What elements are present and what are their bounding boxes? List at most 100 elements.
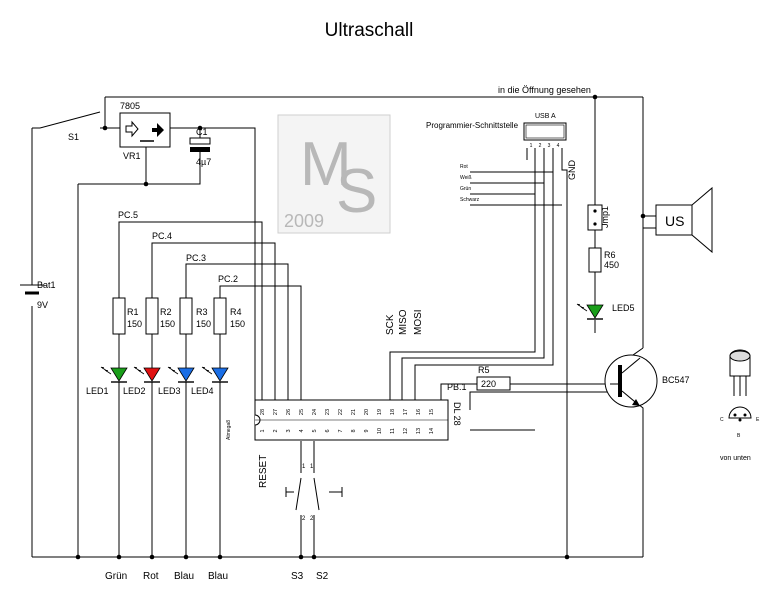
led-3-icon [167, 366, 195, 383]
switch-s1-label: S1 [68, 132, 79, 142]
mcu-top-pin-25: 25 [299, 409, 305, 415]
mcu-pb1-label: PB.1 [447, 382, 467, 392]
port-label-pc4: PC.4 [152, 231, 172, 241]
battery: Bat1 9V [20, 280, 56, 310]
mcu-bottom-pin-13: 13 [416, 428, 422, 434]
jumper-label: Jmp1 [600, 206, 610, 228]
bottom-label-blau-1: Blau [174, 571, 194, 582]
led-1-icon [100, 366, 128, 383]
speaker: US [655, 186, 713, 254]
resistor-r1-value: 150 [127, 319, 142, 329]
speaker-label: US [665, 213, 684, 229]
usb-connector-label: USB A [535, 113, 556, 120]
switch-pin-1b: 1 [310, 464, 314, 470]
wire-label-weiss: Weiß [460, 175, 472, 181]
programmer-title: Programmier-Schnittstelle [426, 121, 519, 130]
resistor-r5-ref: R5 [478, 365, 490, 375]
resistor-r3-ref: R3 [196, 307, 208, 317]
mcu-bottom-pin-12: 12 [403, 428, 409, 434]
led-2-icon [133, 366, 161, 383]
pin-c-label: C [720, 417, 724, 423]
port-label-pc5: PC.5 [118, 210, 138, 220]
wires [31, 96, 656, 558]
resistor-r2-ref: R2 [160, 307, 172, 317]
isp-miso-label: MISO [398, 309, 409, 335]
push-buttons: 1 1 2 2 [285, 464, 343, 522]
mcu-top-pin-17: 17 [403, 409, 409, 415]
capacitor-c1: C1 4µ7 [189, 127, 211, 168]
resistor-r4-ref: R4 [230, 307, 242, 317]
led-4-icon [201, 366, 229, 383]
capacitor-ref: C1 [196, 127, 208, 137]
mcu-bottom-pin-6: 6 [325, 429, 331, 432]
resistor-r3: R3 150 [179, 297, 211, 335]
resistor-r5: R5 220 [476, 365, 511, 391]
switch-pin-2a: 2 [302, 516, 306, 522]
mcu-bottom-pin-5: 5 [312, 429, 318, 432]
mcu-top-pin-24: 24 [312, 409, 318, 415]
usb-pin-2: 2 [539, 143, 542, 149]
ms-logo: M S 2009 [277, 114, 391, 234]
mcu-top-pin-26: 26 [286, 409, 292, 415]
top-note: in die Öffnung gesehen [498, 85, 591, 95]
wire-label-gruen: Grün [460, 186, 471, 192]
resistor-r2: R2 150 [145, 297, 175, 335]
mcu-top-pin-21: 21 [351, 409, 357, 415]
logo-year: 2009 [284, 211, 324, 231]
transistor-package-icon [729, 349, 751, 396]
wire-label-rot: Rot [460, 164, 468, 170]
led1-label: LED1 [86, 386, 109, 396]
bottom-label-blau-2: Blau [208, 571, 228, 582]
gnd-label: GND [567, 160, 577, 181]
regulator-part: 7805 [120, 101, 140, 111]
switch-pin-1a: 1 [302, 464, 306, 470]
port-label-pc3: PC.3 [186, 253, 206, 263]
isp-sck-label: SCK [385, 314, 396, 335]
bottom-label-rot: Rot [143, 571, 159, 582]
switch-s2-label: S2 [316, 571, 329, 582]
isp-mosi-label: MOSI [413, 309, 424, 335]
led5-label: LED5 [612, 303, 635, 313]
usb-pin-1: 1 [530, 143, 533, 149]
resistor-r1: R1 150 [112, 297, 142, 335]
mcu-bottom-pin-10: 10 [377, 428, 383, 434]
resistor-r4: R4 150 [213, 297, 245, 335]
switch-pin-2b: 2 [310, 516, 314, 522]
mcu-top-pin-16: 16 [416, 409, 422, 415]
mcu-bottom-pin-4: 4 [299, 429, 305, 432]
resistor-r6: R6 450 [588, 247, 619, 273]
battery-value: 9V [37, 300, 48, 310]
mcu-top-pin-18: 18 [390, 409, 396, 415]
port-label-pc2: PC.2 [218, 274, 238, 284]
regulator-ref: VR1 [123, 151, 141, 161]
mcu-top-pin-28: 28 [260, 409, 266, 415]
logo-letter-m: M [300, 130, 352, 199]
led4-label: LED4 [191, 386, 214, 396]
transistor-pinout-icon: C B E von unten [720, 406, 760, 462]
mcu-top-pin-22: 22 [338, 409, 344, 415]
mcu-name: DL 28 [452, 402, 462, 426]
mcu-bottom-pin-1: 1 [260, 429, 266, 432]
pin-b-label: B [737, 433, 741, 439]
mcu-top-pin-27: 27 [273, 409, 279, 415]
mcu-top-pin-19: 19 [377, 409, 383, 415]
transistor-label: BC547 [662, 375, 690, 385]
led2-label: LED2 [123, 386, 146, 396]
led-5-icon [576, 303, 604, 320]
resistor-r6-ref: R6 [604, 250, 616, 260]
mcu-bottom-pin-11: 11 [390, 428, 396, 434]
jumper-jmp1: Jmp1 [587, 204, 610, 231]
resistor-r3-value: 150 [196, 319, 211, 329]
mcu-bottom-pin-8: 8 [351, 429, 357, 432]
usb-pin-4: 4 [557, 143, 560, 149]
switch-s3-label: S3 [291, 571, 304, 582]
wire-label-schwarz: Schwarz [460, 197, 480, 203]
mcu-bottom-pin-9: 9 [364, 429, 370, 432]
diagram-title: Ultraschall [325, 20, 414, 41]
usb-pin-3: 3 [548, 143, 551, 149]
resistor-r4-value: 150 [230, 319, 245, 329]
capacitor-value: 4µ7 [196, 157, 211, 167]
